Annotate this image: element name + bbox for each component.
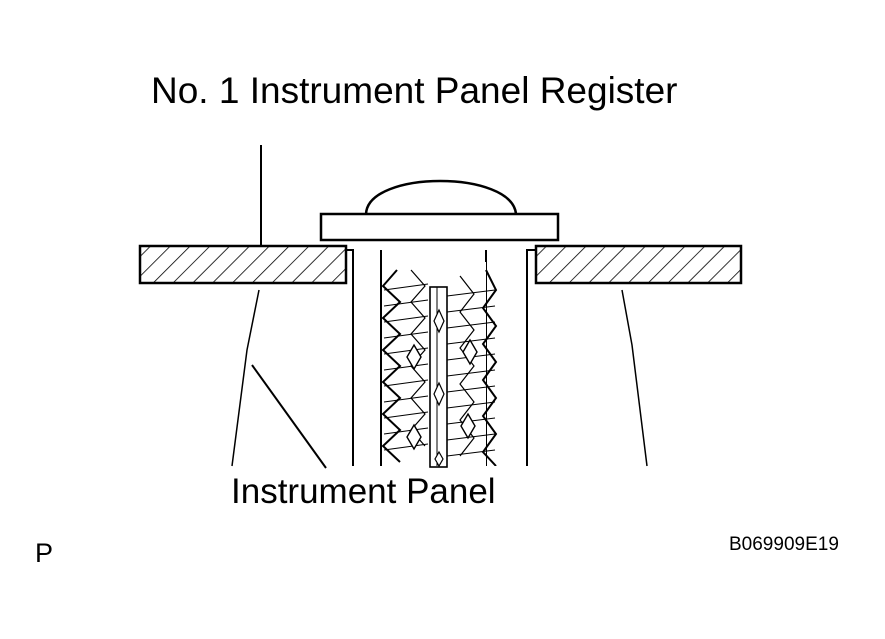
instrument-panel-label: Instrument Panel [231, 472, 496, 511]
clip-channel-left [346, 249, 354, 466]
clip-channel-right [526, 249, 536, 466]
spring-zigzag-left [381, 269, 402, 463]
spring-diamonds [406, 338, 478, 451]
register-label: No. 1 Instrument Panel Register [151, 70, 678, 111]
reference-code: B069909E19 [729, 534, 839, 555]
register-flange [319, 212, 560, 242]
panel-section-left [138, 244, 348, 285]
panel-wall-right [621, 289, 648, 467]
panel-wall-left [231, 289, 260, 467]
register-dome [364, 179, 518, 215]
corner-mark: P [35, 538, 54, 568]
panel-section-right [534, 244, 743, 285]
clip-center-strip [429, 286, 448, 468]
panel-leader-line [251, 364, 327, 469]
